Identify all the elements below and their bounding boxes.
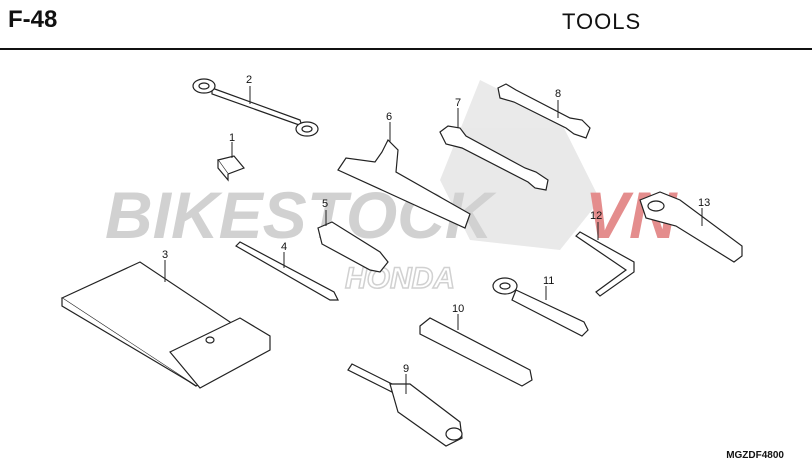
part-7-open-wrench	[439, 108, 549, 191]
part-8-small-wrench	[497, 83, 591, 139]
callout-5: 5	[322, 198, 328, 210]
part-6-hook-spanner	[337, 122, 471, 229]
page-code: F-48	[8, 6, 58, 33]
callout-9: 9	[403, 363, 409, 375]
watermark-brand: HONDA	[345, 262, 455, 295]
callout-7: 7	[455, 97, 461, 109]
header-divider	[0, 48, 812, 50]
callout-3: 3	[162, 249, 168, 261]
callout-6: 6	[386, 111, 392, 123]
callout-1: 1	[229, 132, 235, 144]
page-title: TOOLS	[562, 9, 642, 34]
part-13-flat-spanner	[639, 191, 743, 263]
part-12-hex-key	[575, 222, 635, 297]
part-11-ring-spanner	[492, 277, 589, 337]
callout-12: 12	[590, 210, 602, 222]
watermark-text: BIKESTOCK	[105, 178, 497, 252]
part-10-flat-bar	[419, 314, 533, 387]
callout-13: 13	[698, 197, 710, 209]
callout-11: 11	[543, 275, 554, 287]
part-4-screwdriver-bit	[235, 241, 339, 301]
diagram-code: MGZDF4800	[726, 450, 784, 461]
part-5-screwdriver-handle	[317, 210, 389, 273]
callout-10: 10	[452, 303, 464, 315]
part-3-tool-bag	[60, 260, 271, 389]
callout-2: 2	[246, 74, 252, 86]
part-9-socket-wrench	[347, 363, 463, 447]
part-2-ring-wrench	[192, 78, 319, 137]
callout-4: 4	[281, 241, 287, 253]
callout-8: 8	[555, 88, 561, 100]
part-1-clip	[216, 142, 246, 182]
